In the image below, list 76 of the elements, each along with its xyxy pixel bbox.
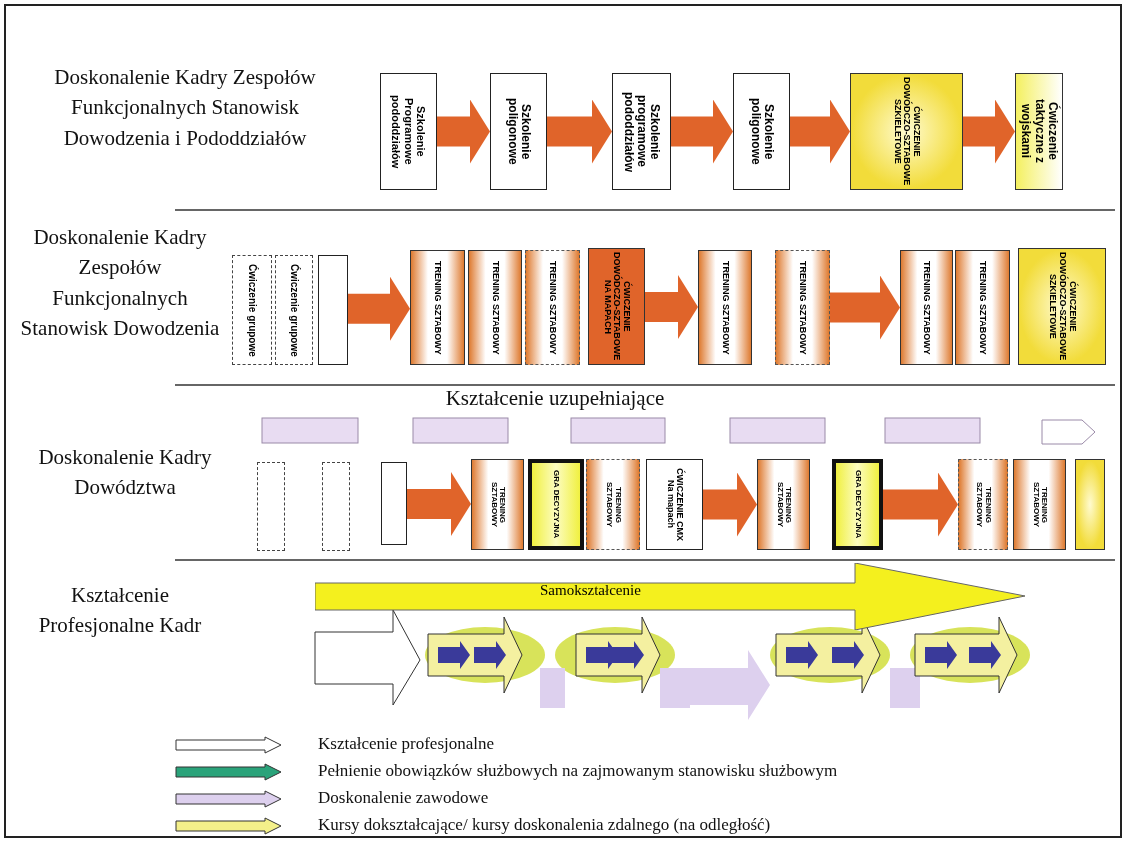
arrow — [790, 99, 850, 164]
box-text: Szkolenie programowe pododdziałów — [621, 90, 662, 174]
box-text: TRENING SZTABOWY — [1030, 480, 1049, 530]
empty-box — [1075, 459, 1105, 550]
process-box — [958, 459, 1008, 550]
box-text: ĆWICZENIE DOWÓDCZO-SZTABOWE NA MAPACH — [601, 252, 632, 361]
arrow — [348, 276, 410, 341]
box-text: Ćwiczenie taktyczne z wojskami — [1019, 98, 1059, 166]
arrow — [645, 275, 698, 339]
legend-text: Kształcenie profesjonalne — [318, 734, 495, 754]
arrow — [547, 99, 612, 164]
process-box — [275, 255, 313, 365]
process-box — [380, 73, 437, 190]
process-box — [586, 459, 640, 550]
arrow — [830, 275, 900, 340]
box-text: ĆWICZENIE DOWÓDCZO-SZTABOWE SZKIELETOWE — [1047, 252, 1077, 361]
legend-text: Doskonalenie zawodowe — [318, 788, 489, 808]
process-box — [528, 459, 584, 550]
box-text: TRENING SZTABOWY — [974, 480, 992, 530]
process-box — [646, 459, 703, 550]
empty-box — [322, 462, 350, 551]
row-title: Kształcenie Profesjonalne Kadr — [37, 582, 203, 640]
box-text: TRENING SZTABOWY — [797, 260, 808, 355]
row-title: Doskonalenie Kadry Dowództwa — [37, 444, 213, 502]
box-text: Szkolenie Programowe pododdziałów — [390, 93, 427, 171]
box-text: ĆWICZENIE CMX Na mapach — [664, 467, 685, 543]
process-box — [1013, 459, 1066, 550]
box-text: TRENING SZTABOWY — [720, 260, 730, 355]
process-box — [1018, 248, 1106, 365]
arrow — [407, 472, 471, 536]
empty-box — [257, 462, 285, 551]
process-box — [471, 459, 524, 550]
empty-box — [381, 462, 407, 545]
arrow — [963, 99, 1015, 164]
arrow — [883, 472, 958, 537]
box-text: TRENING SZTABOWY — [547, 260, 558, 355]
process-box — [525, 250, 580, 365]
process-box — [900, 250, 953, 365]
empty-box — [318, 255, 348, 365]
box-text: GRA DECYZYJNA — [551, 470, 561, 539]
section-title: Kształcenie uzupełniające — [444, 385, 666, 412]
process-box — [733, 73, 790, 190]
process-box — [698, 250, 752, 365]
box-text: TRENING SZTABOWY — [977, 260, 988, 355]
box-text: Ćwiczenie grupowe — [288, 263, 300, 357]
box-text: TRENING SZTABOWY — [774, 480, 793, 530]
process-box — [612, 73, 671, 190]
box-text: Szkolenie poligonowe — [748, 97, 775, 167]
process-box — [832, 459, 883, 550]
legend-text: Kursy dokształcające/ kursy doskonalenia zdalnego (na odległość) — [318, 815, 771, 835]
process-box — [775, 250, 830, 365]
box-text: GRA DECYZYJNA — [853, 470, 862, 539]
arrow-label: Samokształcenie — [540, 582, 641, 599]
row-title: Doskonalenie Kadry Zespołów Funkcjonalnych Stanowisk Dowodzenia i Pododdziałów — [53, 64, 317, 152]
legend-text: Pełnienie obowiązków służbowych na zajmowanym stanowisku służbowym — [318, 761, 838, 781]
box-text: Ćwiczenie grupowe — [246, 263, 258, 357]
box-text: TRENING SZTABOWY — [490, 260, 500, 355]
box-text: ĆWICZENIE DOWÓDCZO-SZTABOWE SZKIELETOWE — [891, 77, 922, 186]
process-box — [410, 250, 465, 365]
arrow — [671, 99, 733, 164]
box-text: TRENING SZTABOWY — [488, 480, 507, 530]
process-box — [588, 248, 645, 365]
process-box — [490, 73, 547, 190]
box-text: TRENING SZTABOWY — [432, 260, 443, 355]
process-box — [1015, 73, 1063, 190]
process-box — [757, 459, 810, 550]
process-box — [955, 250, 1010, 365]
box-text: TRENING SZTABOWY — [604, 480, 622, 530]
arrow — [703, 472, 757, 537]
process-box — [468, 250, 522, 365]
box-text: TRENING SZTABOWY — [921, 260, 932, 355]
process-box — [232, 255, 272, 365]
box-text: Szkolenie poligonowe — [505, 97, 532, 167]
process-box — [850, 73, 963, 190]
arrow — [437, 99, 490, 164]
row-title: Doskonalenie Kadry Zespołów Funkcjonalnych Stanowisk Dowodzenia — [20, 224, 220, 343]
